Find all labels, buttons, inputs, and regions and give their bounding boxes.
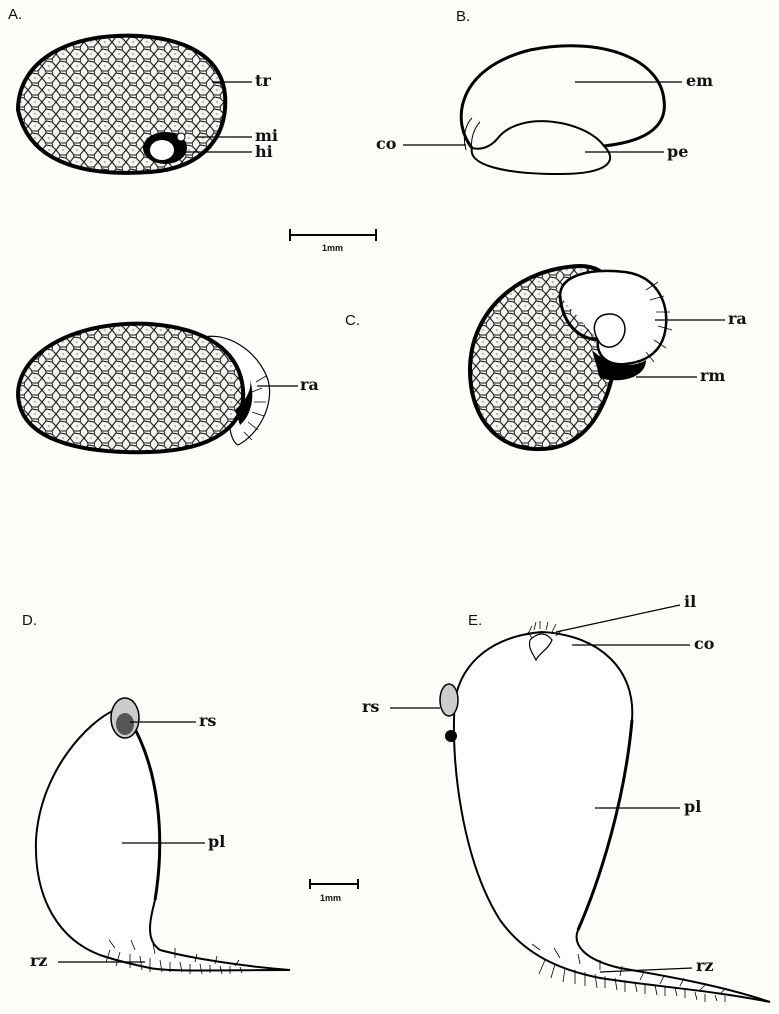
panel-label-d: D. <box>22 612 37 629</box>
germinating-seed-c-right <box>470 266 672 449</box>
label-pl-e: pl <box>684 799 701 815</box>
seedling-e <box>440 621 770 1002</box>
seedling-d <box>36 698 290 974</box>
panel-label-a: A. <box>8 6 22 23</box>
label-co-e: co <box>694 636 714 652</box>
scale-label-top: 1mm <box>322 243 343 253</box>
label-rz-e: rz <box>696 958 714 974</box>
label-hi: hi <box>255 144 273 160</box>
label-rm: rm <box>700 368 725 384</box>
label-pe: pe <box>667 144 688 160</box>
label-ra-right: ra <box>728 311 747 327</box>
label-il: il <box>684 594 696 610</box>
label-rs-d: rs <box>199 713 216 729</box>
scale-bar-bottom <box>310 879 358 889</box>
scale-label-bottom: 1mm <box>320 893 341 903</box>
label-rz-d: rz <box>30 953 48 969</box>
label-co: co <box>376 136 396 152</box>
label-rs-e: rs <box>362 699 379 715</box>
label-tr: tr <box>255 73 271 89</box>
panel-label-e: E. <box>468 612 482 629</box>
panel-label-c: C. <box>345 312 360 329</box>
germinating-seed-c-left <box>18 324 270 453</box>
panel-label-b: B. <box>456 8 470 25</box>
label-pl-d: pl <box>208 834 225 850</box>
label-ra-left: ra <box>300 377 319 393</box>
embryo-b <box>461 46 664 174</box>
scale-bar-top <box>290 229 376 241</box>
label-em: em <box>686 73 713 89</box>
